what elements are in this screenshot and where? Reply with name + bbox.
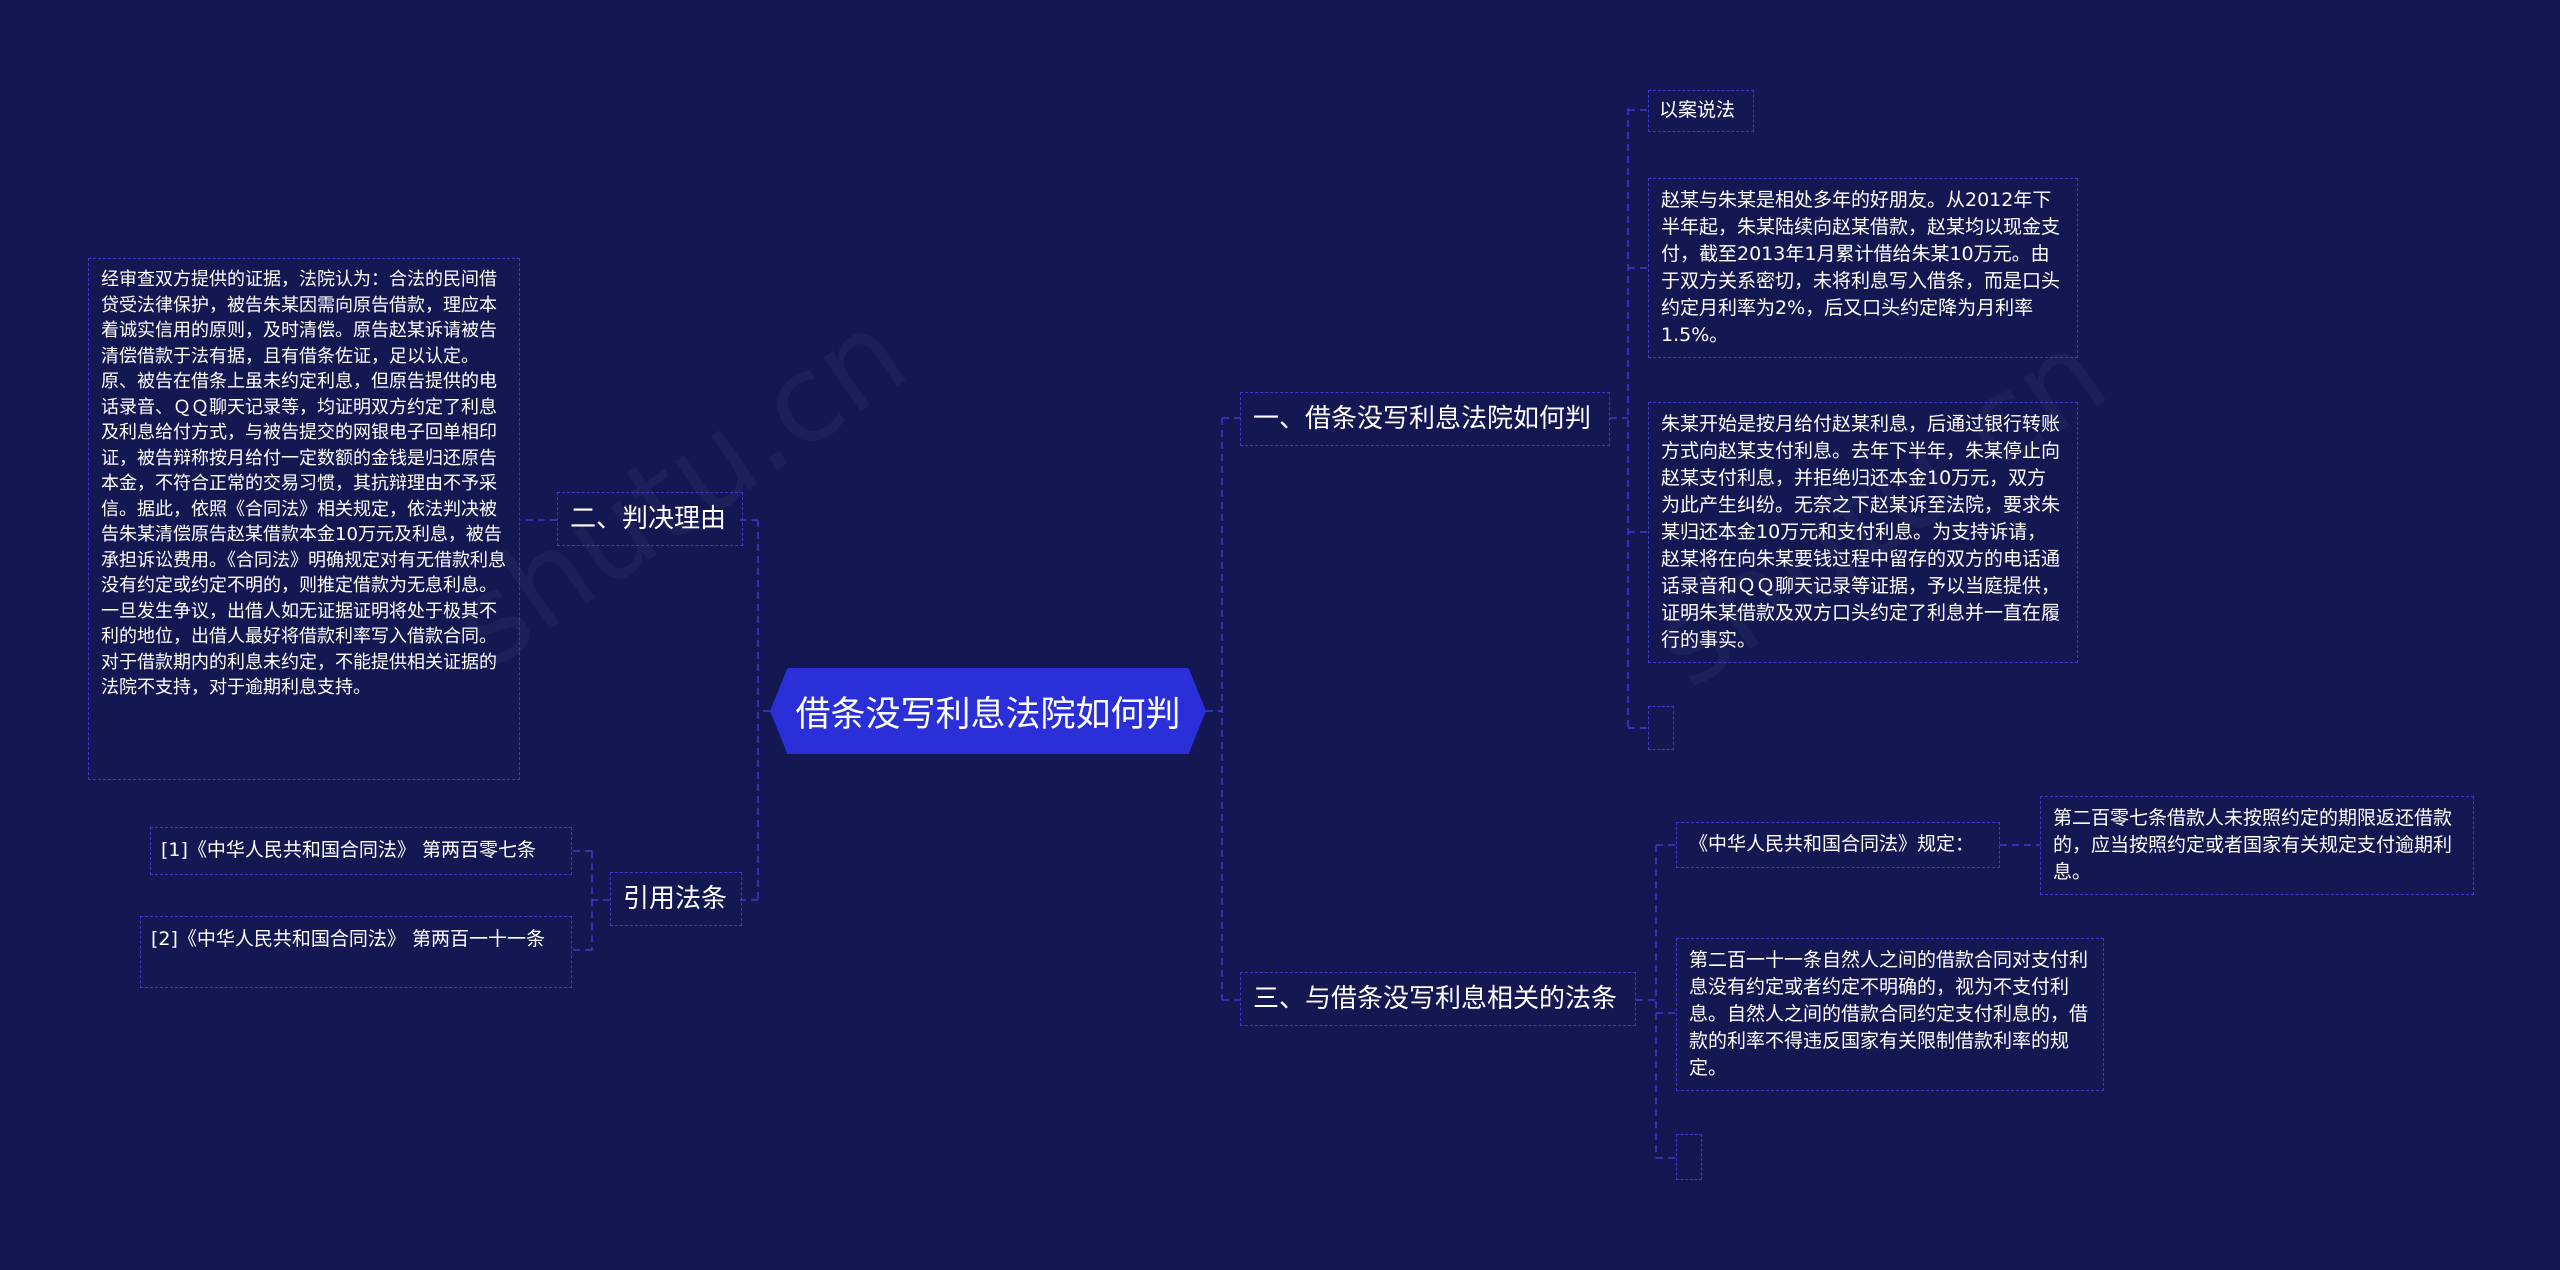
leaf-text: 《中华人民共和国合同法》规定：	[1689, 833, 1975, 855]
leaf-case-background[interactable]: 赵某与朱某是相处多年的好朋友。从2012年下半年起，朱某陆续向赵某借款，赵某均以…	[1648, 178, 2078, 358]
leaf-text: 第二百一十一条自然人之间的借款合同对支付利息没有约定或者约定不明确的，视为不支付…	[1689, 949, 2089, 1079]
empty-topic[interactable]	[1648, 706, 1674, 750]
leaf-citation-2[interactable]: [2]《中华人民共和国合同法》 第两百一十一条	[140, 916, 572, 988]
leaf-text: 赵某与朱某是相处多年的好朋友。从2012年下半年起，朱某陆续向赵某借款，赵某均以…	[1661, 189, 2061, 346]
leaf-article-207[interactable]: 第二百零七条借款人未按照约定的期限返还借款的，应当按照约定或者国家有关规定支付逾…	[2040, 796, 2474, 895]
leaf-text: [1]《中华人民共和国合同法》 第两百零七条	[161, 839, 536, 861]
branch-cited-law[interactable]: 引用法条	[610, 872, 742, 926]
leaf-text: 朱某开始是按月给付赵某利息，后通过银行转账方式向赵某支付利息。去年下半年，朱某停…	[1661, 413, 2061, 651]
leaf-case-heading[interactable]: 以案说法	[1648, 90, 1754, 132]
branch-case-analysis[interactable]: 一、借条没写利息法院如何判	[1240, 392, 1610, 446]
branch-label: 三、与借条没写利息相关的法条	[1253, 984, 1618, 1014]
leaf-contract-law-rule[interactable]: 《中华人民共和国合同法》规定：	[1676, 822, 2000, 868]
leaf-case-dispute[interactable]: 朱某开始是按月给付赵某利息，后通过银行转账方式向赵某支付利息。去年下半年，朱某停…	[1648, 402, 2078, 663]
leaf-text: 第二百零七条借款人未按照约定的期限返还借款的，应当按照约定或者国家有关规定支付逾…	[2053, 807, 2453, 883]
leaf-article-211[interactable]: 第二百一十一条自然人之间的借款合同对支付利息没有约定或者约定不明确的，视为不支付…	[1676, 938, 2104, 1091]
branch-label: 二、判决理由	[570, 504, 727, 534]
branch-judgment-reason[interactable]: 二、判决理由	[557, 492, 743, 546]
branch-label: 一、借条没写利息法院如何判	[1253, 404, 1592, 434]
leaf-text: 经审查双方提供的证据，法院认为：合法的民间借贷受法律保护，被告朱某因需向原告借款…	[101, 269, 506, 698]
leaf-citation-1[interactable]: [1]《中华人民共和国合同法》 第两百零七条	[150, 827, 572, 875]
branch-label: 引用法条	[623, 884, 728, 914]
central-topic-label: 借条没写利息法院如何判	[795, 694, 1181, 735]
empty-topic[interactable]	[1676, 1134, 1702, 1180]
leaf-text: [2]《中华人民共和国合同法》 第两百一十一条	[151, 928, 545, 950]
central-topic[interactable]: 借条没写利息法院如何判	[770, 668, 1206, 754]
leaf-judgment-text[interactable]: 经审查双方提供的证据，法院认为：合法的民间借贷受法律保护，被告朱某因需向原告借款…	[88, 258, 520, 780]
leaf-text: 以案说法	[1659, 99, 1736, 121]
branch-related-law[interactable]: 三、与借条没写利息相关的法条	[1240, 972, 1636, 1026]
